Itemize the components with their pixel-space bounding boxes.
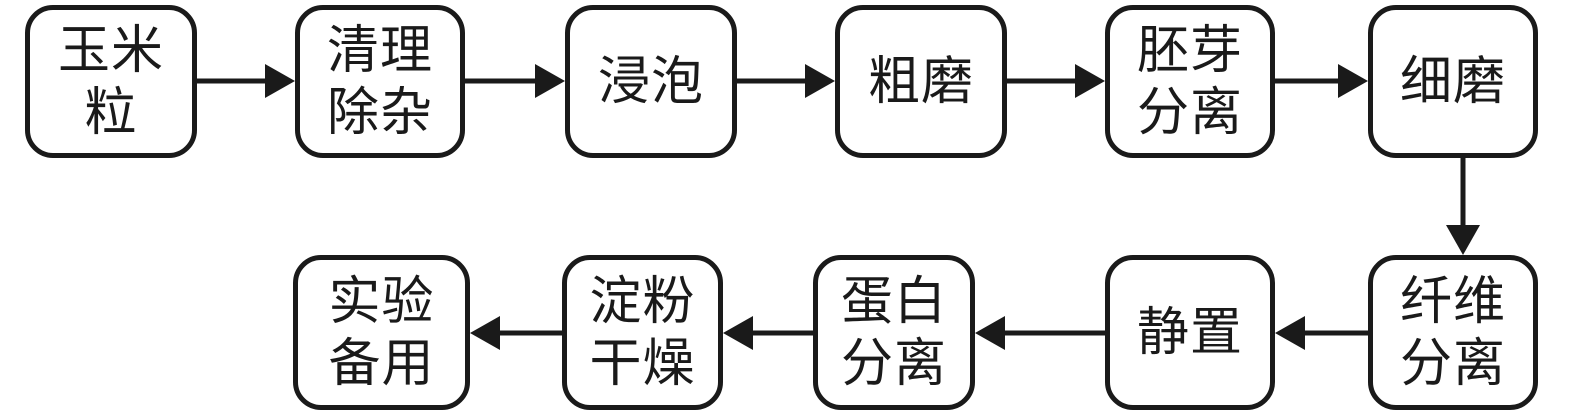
node-fiber-separation: 纤维 分离: [1368, 255, 1538, 410]
arrow-starch-drying-to-experiment-ready: [470, 316, 562, 350]
arrow-protein-separation-to-starch-drying: [723, 316, 813, 350]
arrow-coarse-grinding-to-germ-separation: [1007, 64, 1105, 98]
node-fine-grinding-label: 细磨: [1399, 51, 1506, 112]
node-settling: 静置: [1105, 255, 1275, 410]
node-protein-separation: 蛋白 分离: [813, 255, 975, 410]
node-starch-drying-label: 淀粉 干燥: [589, 271, 696, 394]
node-experiment-ready-label: 实验 备用: [328, 271, 435, 394]
arrow-fine-grinding-to-fiber-separation: [1446, 158, 1480, 255]
node-starch-drying: 淀粉 干燥: [562, 255, 723, 410]
node-germ-separation-label: 胚芽 分离: [1136, 20, 1243, 143]
node-soaking: 浸泡: [565, 5, 737, 158]
node-cleaning-impurity-removal-label: 清理 除杂: [326, 20, 433, 143]
node-soaking-label: 浸泡: [597, 51, 704, 112]
node-cleaning-impurity-removal: 清理 除杂: [295, 5, 465, 158]
arrow-germ-separation-to-fine-grinding: [1275, 64, 1368, 98]
node-coarse-grinding-label: 粗磨: [867, 51, 974, 112]
arrow-fiber-separation-to-settling: [1275, 316, 1368, 350]
arrow-cleaning-to-soaking: [465, 64, 565, 98]
node-corn-kernels: 玉米 粒: [25, 5, 197, 158]
node-fiber-separation-label: 纤维 分离: [1399, 271, 1506, 394]
node-fine-grinding: 细磨: [1368, 5, 1538, 158]
node-coarse-grinding: 粗磨: [835, 5, 1007, 158]
node-protein-separation-label: 蛋白 分离: [840, 271, 947, 394]
arrow-settling-to-protein-separation: [975, 316, 1105, 350]
node-settling-label: 静置: [1136, 302, 1243, 363]
node-germ-separation: 胚芽 分离: [1105, 5, 1275, 158]
node-experiment-ready: 实验 备用: [293, 255, 470, 410]
arrow-soaking-to-coarse-grinding: [737, 64, 835, 98]
arrow-corn-to-cleaning: [197, 64, 295, 98]
node-corn-kernels-label: 玉米 粒: [57, 20, 164, 143]
